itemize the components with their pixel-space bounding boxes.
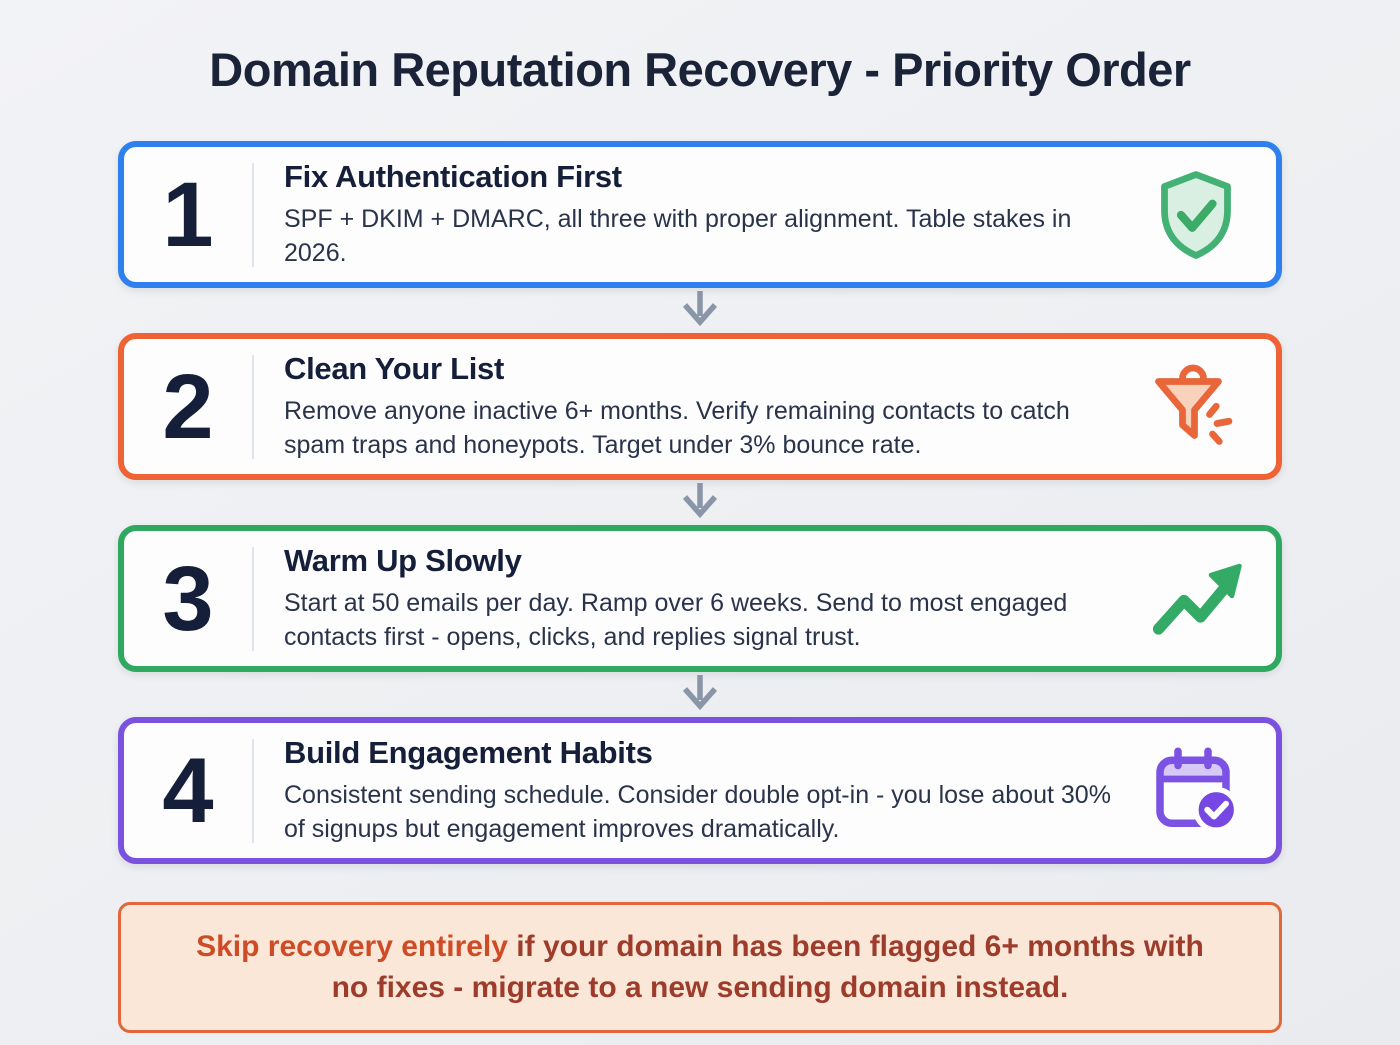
step-title: Fix Authentication First [284, 158, 622, 194]
warning-highlight: Skip recovery entirely [196, 930, 508, 963]
step-title: Clean Your List [284, 350, 505, 386]
warning-banner: Skip recovery entirely if your domain ha… [118, 902, 1282, 1033]
page-title: Domain Reputation Recovery - Priority Or… [209, 43, 1191, 96]
step-content: Fix Authentication First SPF + DKIM + DM… [254, 159, 1146, 271]
step-content: Warm Up Slowly Start at 50 emails per da… [254, 543, 1146, 655]
trend-up-icon [1146, 551, 1246, 647]
funnel-icon [1146, 359, 1246, 455]
flow-arrow-row [118, 672, 1282, 717]
step-title: Warm Up Slowly [284, 542, 522, 578]
warning-text: if your domain has been flagged 6+ month… [331, 930, 1204, 1005]
calendar-check-icon [1146, 743, 1246, 839]
step-number: 1 [162, 163, 214, 266]
step-card-4: 4 Build Engagement Habits Consistent sen… [118, 717, 1282, 864]
divider [252, 354, 254, 459]
flow-arrow-row [118, 288, 1282, 333]
step-card-1: 1 Fix Authentication First SPF + DKIM + … [118, 141, 1282, 288]
down-arrow-icon [682, 674, 718, 710]
step-number: 4 [162, 739, 214, 842]
step-number: 3 [162, 547, 214, 650]
step-card-2: 2 Clean Your List Remove anyone inactive… [118, 333, 1282, 480]
step-description: SPF + DKIM + DMARC, all three with prope… [284, 204, 1072, 267]
step-description: Start at 50 emails per day. Ramp over 6 … [284, 588, 1068, 651]
priority-list: 1 Fix Authentication First SPF + DKIM + … [118, 141, 1282, 1033]
down-arrow-icon [682, 482, 718, 518]
divider [252, 546, 254, 651]
divider [252, 162, 254, 267]
step-content: Build Engagement Habits Consistent sendi… [254, 735, 1146, 847]
step-description: Consistent sending schedule. Consider do… [284, 780, 1111, 843]
step-description: Remove anyone inactive 6+ months. Verify… [284, 396, 1070, 459]
down-arrow-icon [682, 290, 718, 326]
step-card-3: 3 Warm Up Slowly Start at 50 emails per … [118, 525, 1282, 672]
divider [252, 738, 254, 843]
shield-check-icon [1146, 167, 1246, 263]
step-title: Build Engagement Habits [284, 734, 653, 770]
step-content: Clean Your List Remove anyone inactive 6… [254, 351, 1146, 463]
flow-arrow-row [118, 480, 1282, 525]
step-number: 2 [162, 355, 214, 458]
